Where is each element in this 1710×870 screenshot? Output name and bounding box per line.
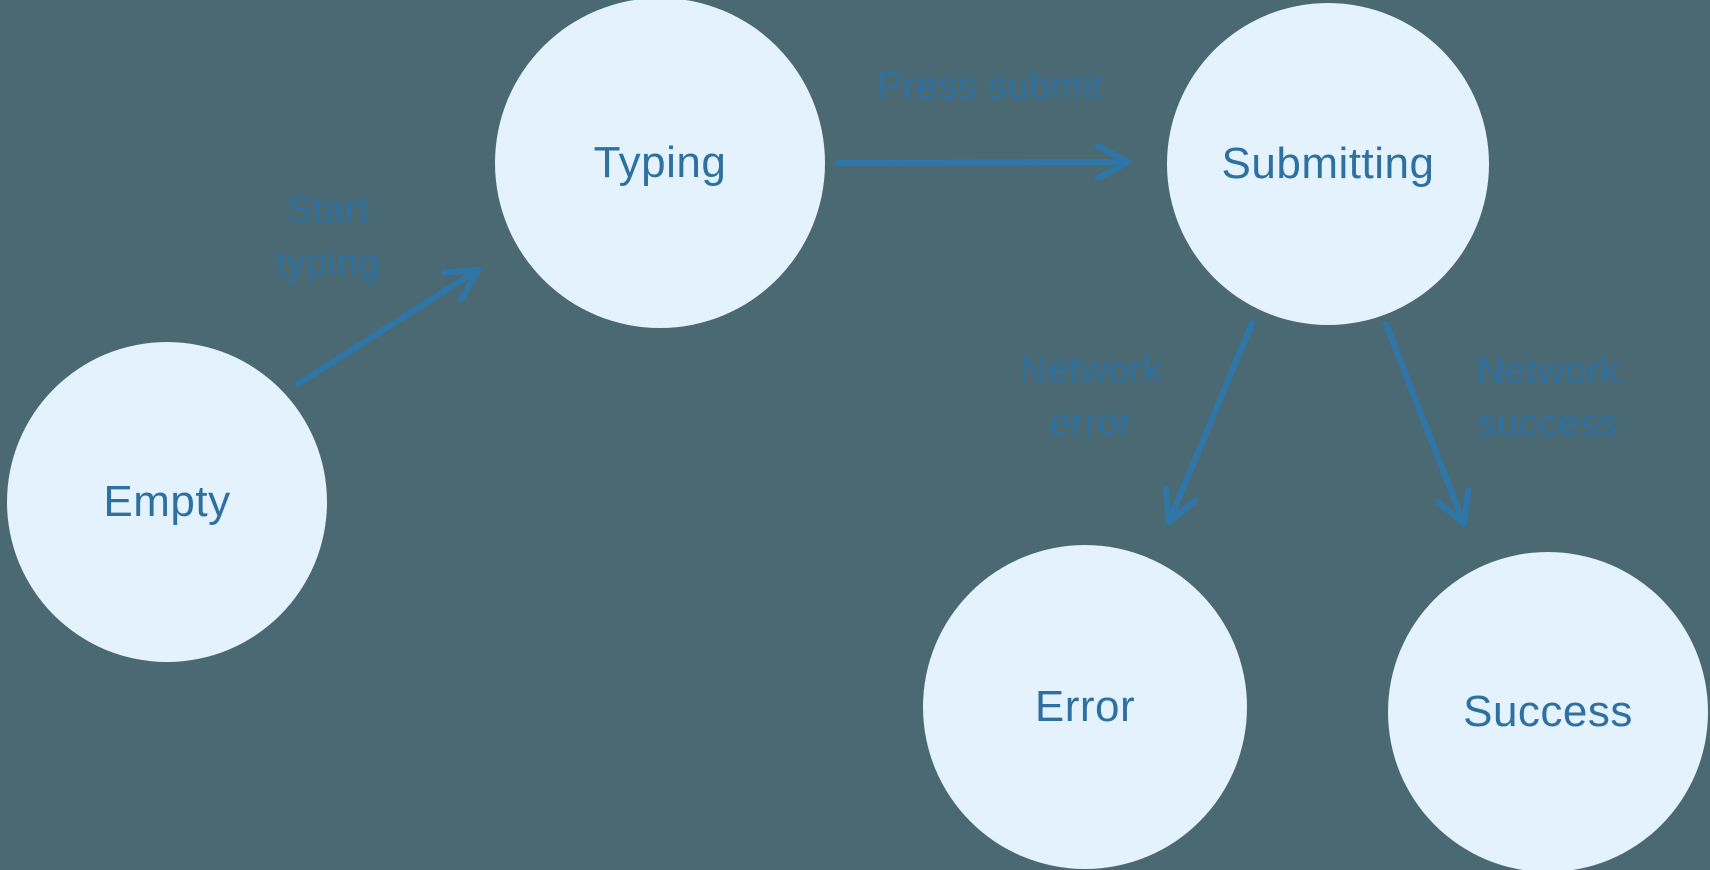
state-node-error-label: Error — [1034, 682, 1136, 731]
state-node-empty: Empty — [7, 342, 327, 662]
state-node-submitting: Submitting — [1167, 3, 1489, 325]
state-node-empty-label: Empty — [103, 477, 231, 526]
edge-label-start-typing: Start typing — [275, 189, 381, 284]
state-node-error: Error — [923, 545, 1247, 869]
state-node-success: Success — [1388, 552, 1708, 870]
state-node-success-label: Success — [1463, 687, 1633, 736]
edge-label-network-error: Network error — [1019, 349, 1163, 444]
edge-submitting-to-error-arrow — [1162, 320, 1255, 525]
edge-label-network-success: Network success — [1476, 350, 1620, 445]
edge-submitting-to-success-arrow — [1383, 321, 1472, 527]
state-node-submitting-label: Submitting — [1221, 139, 1435, 188]
edge-label-press-submit: Press submit — [877, 65, 1103, 108]
state-node-typing: Typing — [495, 0, 825, 328]
state-node-typing-label: Typing — [593, 138, 727, 187]
edge-typing-to-submitting-arrow — [835, 143, 1131, 182]
